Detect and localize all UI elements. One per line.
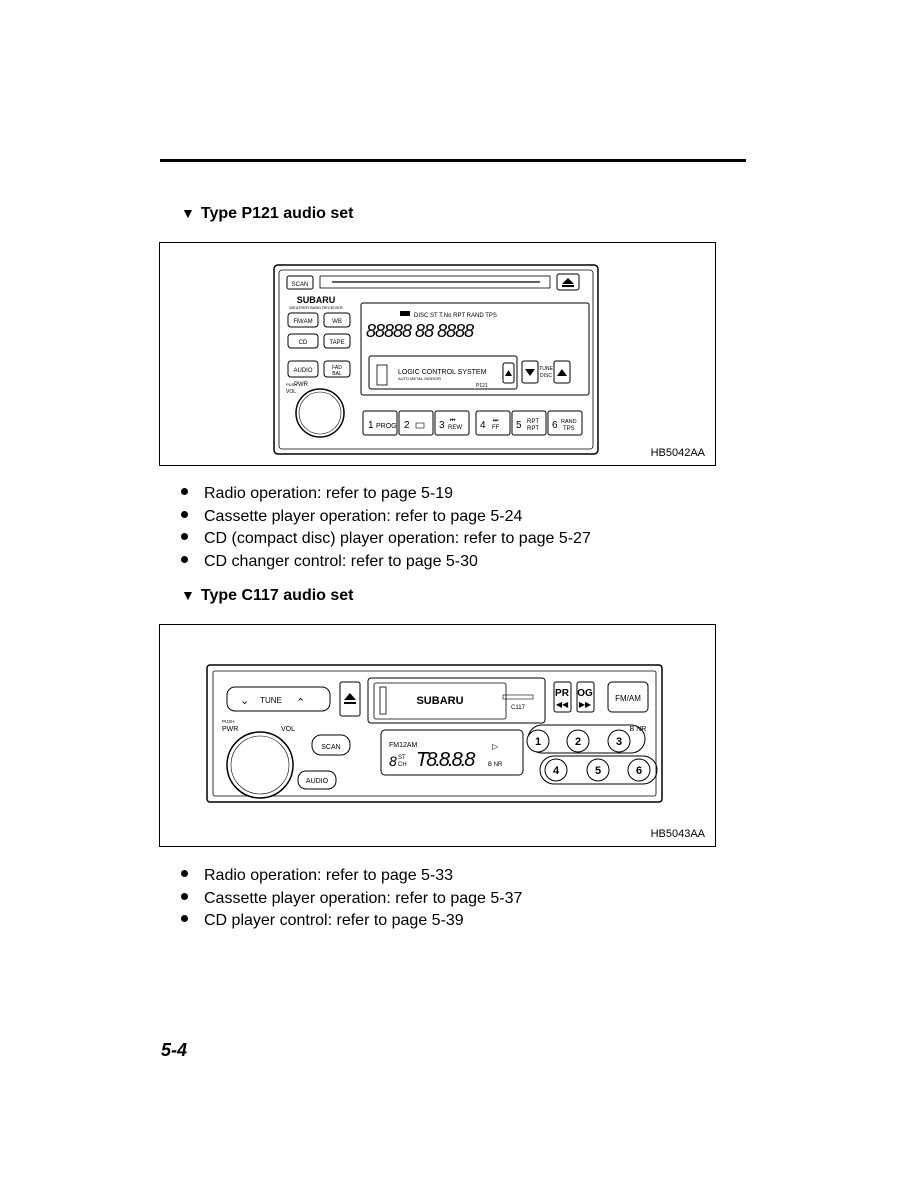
svg-text:FAD: FAD: [332, 365, 342, 371]
svg-text:RPT: RPT: [527, 426, 539, 432]
rewind-icon: ◀◀: [556, 700, 569, 709]
triangle-marker-icon: ▼: [181, 587, 195, 603]
list-item: CD changer control: refer to page 5-30: [181, 551, 591, 574]
svg-text:3: 3: [616, 736, 622, 748]
svg-text:⏮: ⏮: [450, 418, 456, 424]
svg-text:88888 88 8888: 88888 88 8888: [366, 321, 474, 341]
svg-text:1: 1: [368, 420, 374, 431]
svg-text:TUNE: TUNE: [260, 696, 282, 705]
figure-code-c117: HB5043AA: [650, 828, 705, 840]
svg-text:DISC: DISC: [540, 373, 552, 379]
bullet-icon: [181, 870, 188, 878]
svg-text:BAL: BAL: [332, 371, 342, 377]
svg-text:PWR: PWR: [294, 382, 309, 388]
eject-icon: [344, 693, 356, 700]
section-heading-p121: ▼Type P121 audio set: [181, 205, 354, 222]
list-item: CD player control: refer to page 5-39: [181, 910, 522, 933]
svg-text:TUNE: TUNE: [539, 366, 553, 372]
svg-text:AUDIO: AUDIO: [306, 778, 329, 785]
svg-text:FM12AM: FM12AM: [389, 742, 418, 749]
svg-text:5: 5: [516, 420, 522, 431]
svg-text:FM/AM: FM/AM: [293, 319, 312, 325]
svg-text:CH: CH: [398, 762, 407, 768]
svg-text:REW: REW: [448, 425, 462, 431]
list-item: Radio operation: refer to page 5-33: [181, 865, 522, 888]
svg-text:▷: ▷: [492, 742, 499, 751]
svg-text:VOL: VOL: [281, 726, 295, 733]
list-item: Cassette player operation: refer to page…: [181, 506, 591, 529]
bullet-icon: [181, 915, 188, 923]
svg-text:B NR: B NR: [488, 762, 503, 768]
triangle-marker-icon: ▼: [181, 205, 195, 221]
svg-text:PWR: PWR: [222, 726, 238, 733]
svg-text:OG: OG: [577, 688, 593, 699]
svg-text:2: 2: [404, 420, 410, 431]
p121-radio-illustration: SCAN SUBARU WEATHER BAND RECEIVER FM/AM …: [273, 264, 599, 455]
svg-text:AUTO METAL SENSOR: AUTO METAL SENSOR: [398, 376, 441, 381]
volume-knob: [226, 731, 294, 799]
svg-text:4: 4: [553, 765, 560, 777]
svg-text:WEATHER BAND RECEIVER: WEATHER BAND RECEIVER: [289, 305, 343, 310]
svg-text:⏭: ⏭: [493, 418, 499, 424]
svg-text:PUSH: PUSH: [286, 382, 297, 387]
svg-text:PUSH: PUSH: [222, 719, 235, 724]
svg-text:P121: P121: [476, 383, 488, 389]
svg-text:3: 3: [439, 420, 445, 431]
svg-text:CD: CD: [299, 340, 308, 346]
svg-text:RPT: RPT: [527, 419, 539, 425]
svg-text:4: 4: [480, 420, 486, 431]
svg-text:C117: C117: [511, 705, 526, 711]
svg-text:1: 1: [535, 736, 541, 748]
bullet-icon: [181, 892, 188, 900]
bullet-icon: [181, 555, 188, 563]
figure-c117: ⌄ TUNE ⌃ SUBARU C117 PR ◀◀ OG ▶▶ FM/AM B…: [159, 624, 716, 847]
svg-text:FF: FF: [492, 425, 500, 431]
volume-knob: [295, 388, 345, 438]
svg-text:5: 5: [595, 765, 601, 777]
page-number: 5-4: [161, 1040, 188, 1060]
svg-text:SUBARU: SUBARU: [297, 295, 336, 305]
svg-text:PR: PR: [555, 688, 570, 699]
svg-text:FM/AM: FM/AM: [615, 694, 641, 703]
svg-text:T8.8.8.8: T8.8.8.8: [416, 749, 475, 771]
figure-code-p121: HB5042AA: [650, 447, 705, 459]
scan-button-label: SCAN: [292, 282, 309, 288]
fast-forward-icon: ▶▶: [579, 700, 592, 709]
svg-text:AUDIO: AUDIO: [293, 368, 312, 374]
svg-text:LOGIC CONTROL SYSTEM: LOGIC CONTROL SYSTEM: [398, 369, 487, 376]
svg-text:8: 8: [389, 753, 397, 769]
svg-text:DISC ST T.No RPT RAND TPS: DISC ST T.No RPT RAND TPS: [414, 313, 497, 319]
svg-text:6: 6: [552, 420, 558, 431]
bullet-list-p121: Radio operation: refer to page 5-19 Cass…: [181, 483, 591, 573]
svg-text:VOL: VOL: [286, 389, 296, 395]
svg-text:B NR: B NR: [630, 726, 647, 733]
section-heading-c117: ▼Type C117 audio set: [181, 587, 354, 604]
svg-text:2: 2: [575, 736, 581, 748]
svg-text:TAPE: TAPE: [329, 340, 344, 346]
list-item: Cassette player operation: refer to page…: [181, 888, 522, 911]
bullet-icon: [181, 488, 188, 496]
tune-up-icon: ⌃: [296, 697, 305, 709]
eject-icon: [562, 278, 574, 284]
figure-p121: SCAN SUBARU WEATHER BAND RECEIVER FM/AM …: [159, 242, 716, 466]
bullet-list-c117: Radio operation: refer to page 5-33 Cass…: [181, 865, 522, 933]
svg-text:RAND: RAND: [561, 419, 577, 425]
list-item: CD (compact disc) player operation: refe…: [181, 528, 591, 551]
svg-text:6: 6: [636, 765, 642, 777]
tune-down-icon: [525, 369, 535, 376]
svg-text:WB: WB: [332, 319, 342, 325]
tune-down-icon: ⌄: [240, 695, 249, 707]
svg-text:PROG: PROG: [376, 423, 397, 430]
top-rule: [160, 159, 746, 162]
svg-text:SUBARU: SUBARU: [416, 695, 463, 707]
svg-text:ST: ST: [398, 755, 406, 761]
c117-radio-illustration: ⌄ TUNE ⌃ SUBARU C117 PR ◀◀ OG ▶▶ FM/AM B…: [206, 664, 663, 803]
svg-text:TPS: TPS: [563, 426, 575, 432]
tune-up-icon: [557, 369, 567, 376]
list-item: Radio operation: refer to page 5-19: [181, 483, 591, 506]
bullet-icon: [181, 510, 188, 518]
bullet-icon: [181, 533, 188, 541]
svg-text:SCAN: SCAN: [321, 744, 340, 751]
